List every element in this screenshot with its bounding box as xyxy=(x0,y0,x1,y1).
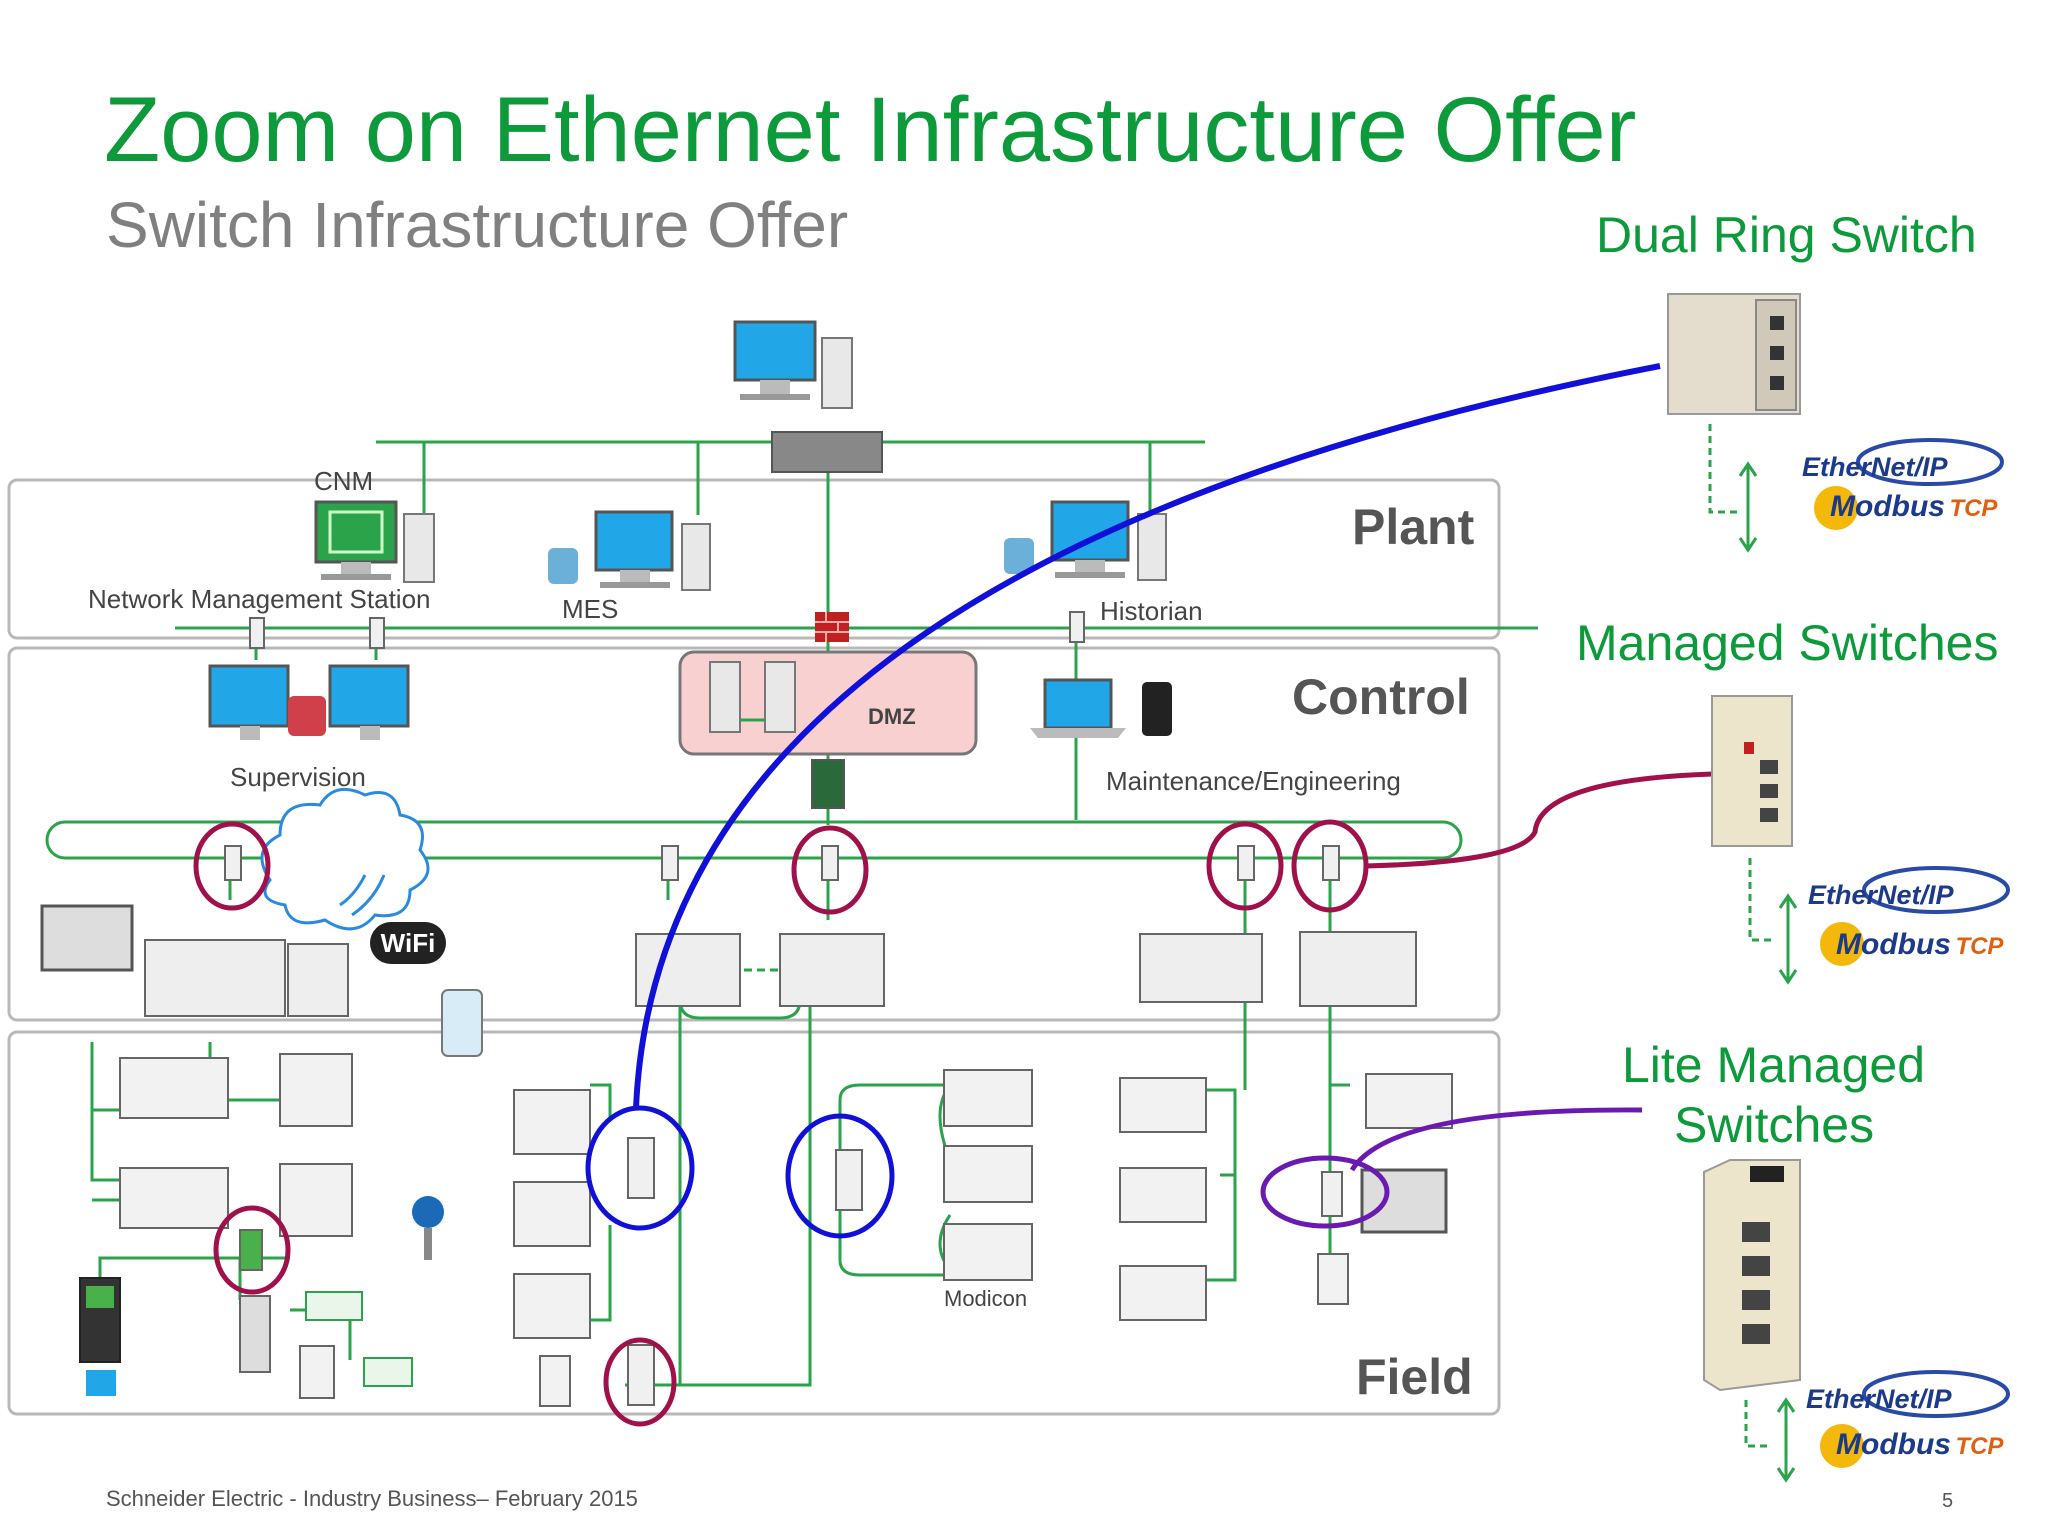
computer-icon xyxy=(733,320,853,409)
phone-icon xyxy=(1142,682,1172,736)
nms-label: Network Management Station xyxy=(88,584,431,614)
tablet-icon xyxy=(441,989,483,1057)
tcp-text: TCP xyxy=(1955,1433,2004,1460)
tcp-text: TCP xyxy=(1955,933,2004,960)
plant-zone-label: Plant xyxy=(1352,499,1475,555)
mes-computer-icon xyxy=(548,510,711,591)
firewall-icon xyxy=(815,612,849,642)
modbus-tcp-logo-2: Modbus TCP xyxy=(1836,928,2003,962)
modbus-tcp-logo-3: Modbus TCP xyxy=(1836,1428,2003,1462)
core-switch-icon xyxy=(771,431,883,473)
dmz-server-icon xyxy=(709,661,796,733)
field-rack-icons xyxy=(119,1053,1453,1339)
drive-icon xyxy=(79,1196,1349,1407)
control-zone-label: Control xyxy=(1292,669,1470,725)
hmi-panel-icon xyxy=(1360,1168,1448,1234)
dmz-box xyxy=(678,650,978,756)
cnm-label: CNM xyxy=(314,466,374,496)
hmi-panel-icon xyxy=(40,904,134,972)
dmz-label: DMZ xyxy=(868,704,916,729)
managed-switch-icon xyxy=(1711,695,1793,847)
page-title: Zoom on Ethernet Infrastructure Offer xyxy=(104,79,1637,181)
field-zone xyxy=(7,1030,1501,1416)
lite-switch-highlight xyxy=(1260,1155,1390,1229)
historian-label: Historian xyxy=(1100,596,1203,626)
modbus-tcp-logo-1: Modbus TCP xyxy=(1830,490,1997,524)
svg-text:WiFi: WiFi xyxy=(381,928,436,958)
small-switch-icons xyxy=(224,611,1343,1406)
dual-ring-callout-line xyxy=(633,363,1661,1109)
wireless-waves-icon xyxy=(339,874,386,917)
field-zone-label: Field xyxy=(1356,1349,1473,1405)
dual-ring-switch-title: Dual Ring Switch xyxy=(1596,207,1977,263)
managed-callout-line xyxy=(1365,771,1713,869)
footer: Schneider Electric - Industry Business– … xyxy=(106,1486,638,1511)
modicon-label: Modicon xyxy=(944,1286,1028,1311)
product-arrows xyxy=(1738,461,1798,1483)
gateway-icon xyxy=(811,759,845,809)
ethernet-ip-logo-2: EtherNet/IP xyxy=(1808,880,1954,910)
modbus-text: Modbus xyxy=(1830,490,1945,523)
laptop-icon xyxy=(1030,678,1126,738)
wifi-icon: WiFi xyxy=(370,922,446,964)
cnm-computer-icon xyxy=(314,500,435,583)
modbus-text: Modbus xyxy=(1836,928,1951,961)
managed-switches-title: Managed Switches xyxy=(1576,615,1999,671)
managed-switch-highlights xyxy=(193,819,1369,1427)
dual-ring-switch-icon xyxy=(1667,293,1801,415)
plc-rack-icons xyxy=(144,931,1417,1017)
page-number: 5 xyxy=(1942,1490,1954,1512)
supervision-label: Supervision xyxy=(230,762,366,792)
tcp-text: TCP xyxy=(1949,495,1998,522)
mes-label: MES xyxy=(562,594,619,624)
dual-ring-switch-highlights xyxy=(585,1105,895,1239)
cloud-icon xyxy=(260,787,430,931)
supervision-computer-icon xyxy=(208,664,410,740)
lite-managed-title-line1: Lite Managed xyxy=(1622,1037,1926,1093)
page-subtitle: Switch Infrastructure Offer xyxy=(106,189,849,261)
lite-managed-switch-icon xyxy=(1703,1159,1801,1392)
product-connectors xyxy=(1708,424,1772,1448)
maintenance-label: Maintenance/Engineering xyxy=(1106,766,1401,796)
ethernet-ip-logo-3: EtherNet/IP xyxy=(1806,1384,1952,1414)
modbus-text: Modbus xyxy=(1836,1428,1951,1461)
lite-callout-line xyxy=(1349,1107,1643,1172)
modbus-logo-icons xyxy=(1814,438,2010,1468)
lite-managed-title-line2: Switches xyxy=(1674,1097,1875,1153)
ethernet-ip-logo-1: EtherNet/IP xyxy=(1802,452,1948,482)
